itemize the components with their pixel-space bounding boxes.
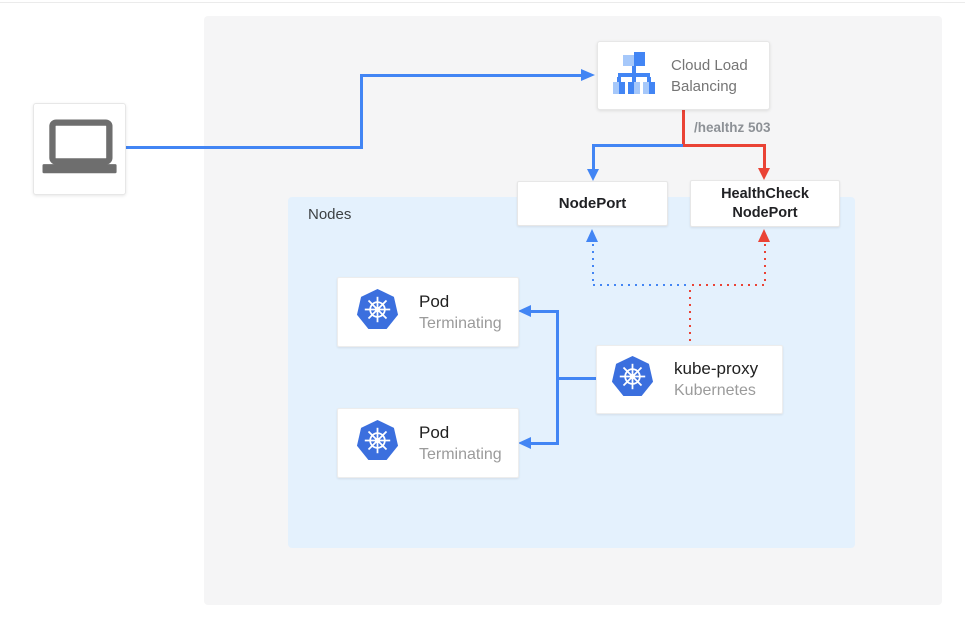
kubernetes-icon (355, 419, 400, 468)
kubernetes-icon (355, 288, 400, 337)
pod-card: Pod Terminating (337, 277, 519, 347)
line-client-to-lb-top (360, 74, 581, 77)
line-kubeproxy-vertical (556, 310, 559, 445)
dotted-line-kubeproxy-up (689, 290, 691, 345)
line-lb-down (682, 110, 685, 145)
dotted-line-to-nodeport-horizontal (593, 284, 688, 286)
pod-status: Terminating (419, 314, 502, 332)
line-client-to-lb-vertical (360, 74, 363, 149)
line-down-to-nodeport (592, 144, 595, 170)
kubernetes-icon (610, 355, 655, 404)
kube-proxy-title: kube-proxy (674, 359, 759, 378)
dotted-line-to-nodeport-vertical (592, 244, 594, 284)
client-device-card (33, 103, 126, 195)
line-branch-to-healthcheck (683, 144, 765, 147)
healthcheck-nodeport-label: HealthCheck NodePort (721, 185, 809, 221)
cloud-load-balancing-card: Cloud Load Balancing (597, 41, 770, 110)
healthz-503-label: /healthz 503 (694, 120, 771, 135)
kube-proxy-subtitle: Kubernetes (674, 382, 756, 399)
healthcheck-nodeport-box: HealthCheck NodePort (690, 180, 840, 227)
arrowhead-into-load-balancer (581, 69, 595, 81)
pod-title: Pod (419, 422, 450, 442)
line-to-pod2 (530, 442, 558, 445)
nodeport-label: NodePort (558, 195, 627, 212)
line-to-pod1 (530, 310, 558, 313)
line-down-to-healthcheck (763, 144, 766, 169)
dotted-line-to-healthcheck-horizontal (692, 284, 765, 286)
arrowhead-dotted-into-nodeport (586, 229, 598, 242)
arrowhead-into-nodeport (587, 169, 599, 181)
line-client-to-lb-horizontal (126, 146, 362, 149)
arrowhead-into-pod2 (518, 436, 531, 449)
pod-status: Terminating (419, 445, 502, 463)
kube-proxy-card: kube-proxy Kubernetes (596, 345, 783, 414)
pod-card: Pod Terminating (337, 408, 519, 478)
pod-title: Pod (419, 291, 450, 311)
arrowhead-into-pod1 (518, 304, 531, 317)
top-divider-line (0, 2, 965, 3)
nodes-label: Nodes (308, 206, 352, 223)
line-kubeproxy-left (557, 377, 596, 380)
arrowhead-into-healthcheck-nodeport (758, 168, 770, 180)
laptop-icon (38, 108, 122, 191)
load-balancer-icon (611, 50, 657, 101)
line-branch-to-nodeport (592, 144, 684, 147)
arrowhead-dotted-into-healthcheck (758, 229, 770, 242)
nodeport-box: NodePort (517, 181, 668, 226)
cloud-load-balancing-label: Cloud Load Balancing (671, 56, 748, 95)
dotted-line-to-healthcheck-vertical (764, 244, 766, 284)
